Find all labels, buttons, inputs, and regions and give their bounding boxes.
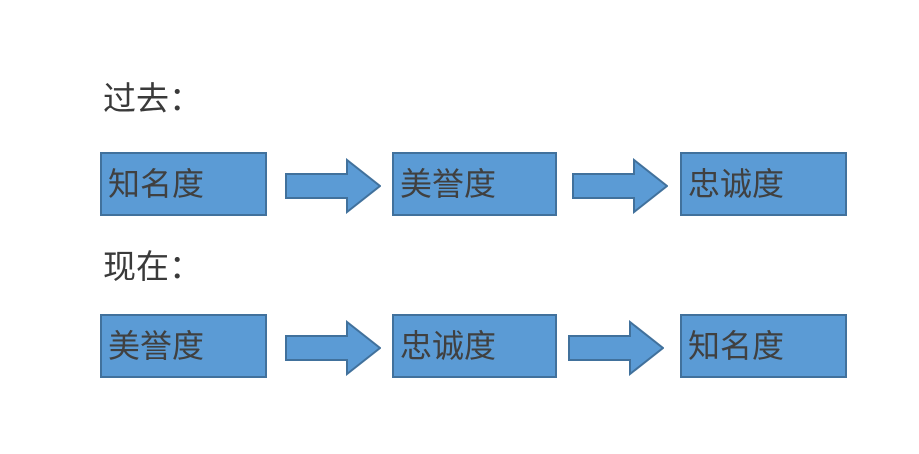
flow-node-label: 美誉度: [108, 327, 205, 365]
right-arrow-icon: [285, 320, 381, 376]
flow-node-now-3[interactable]: 知名度: [680, 314, 847, 378]
section-label-now: 现在：: [103, 247, 202, 286]
flow-node-past-1[interactable]: 知名度: [100, 152, 267, 216]
flow-node-past-3[interactable]: 忠诚度: [680, 152, 847, 216]
flow-node-label: 美誉度: [400, 165, 497, 203]
flow-node-now-2[interactable]: 忠诚度: [392, 314, 557, 378]
right-arrow-icon: [285, 158, 381, 214]
flow-node-label: 忠诚度: [688, 165, 785, 203]
flow-node-label: 知名度: [108, 165, 205, 203]
flow-node-now-1[interactable]: 美誉度: [100, 314, 267, 378]
right-arrow-icon: [572, 158, 668, 214]
flow-node-past-2[interactable]: 美誉度: [392, 152, 557, 216]
right-arrow-icon: [568, 320, 664, 376]
flow-node-label: 忠诚度: [400, 327, 497, 365]
section-label-past: 过去：: [103, 79, 202, 118]
flow-node-label: 知名度: [688, 327, 785, 365]
